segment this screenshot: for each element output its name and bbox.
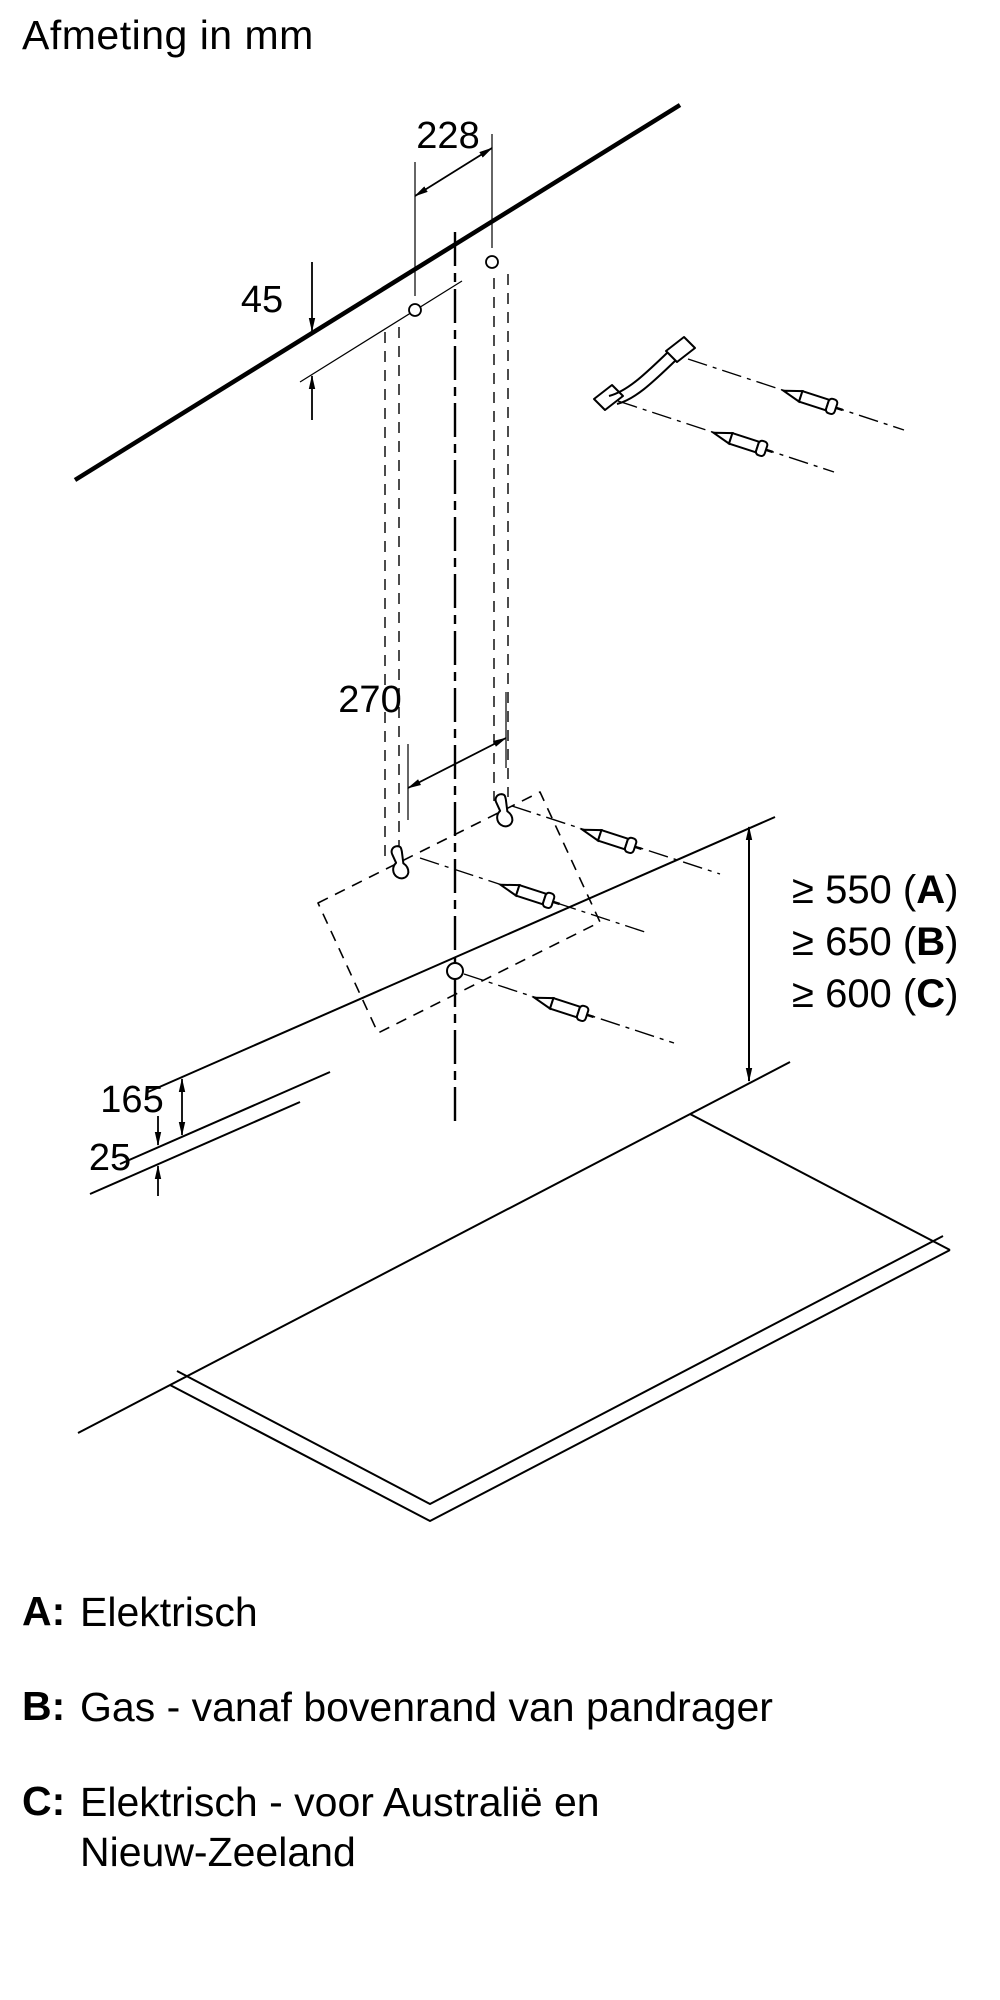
mounting-hook-icon bbox=[387, 843, 411, 881]
wall-hole bbox=[408, 303, 422, 317]
screw-icon bbox=[531, 989, 598, 1026]
hole-reference-line bbox=[299, 280, 463, 383]
clearance-label-c: ≥ 600 (C) bbox=[792, 972, 958, 1016]
mounting-bracket bbox=[593, 336, 696, 411]
legend-text: Elektrisch - voor Australië en Nieuw-Zee… bbox=[80, 1779, 600, 1875]
hood-edge-lines bbox=[89, 816, 776, 1195]
dim-270: 270 bbox=[338, 679, 507, 820]
screw-icon bbox=[579, 821, 646, 858]
dim-25: 25 bbox=[89, 1116, 162, 1196]
dim-25-label: 25 bbox=[89, 1137, 131, 1179]
screw-icon bbox=[710, 424, 777, 461]
hood-screws bbox=[419, 805, 721, 1044]
legend-key: A: bbox=[22, 1588, 66, 1634]
wall-section bbox=[73, 103, 682, 482]
hood-lip-line bbox=[119, 1071, 331, 1165]
cooktop-front-outline bbox=[169, 1249, 951, 1522]
dim-45-label: 45 bbox=[241, 279, 283, 321]
mounting-hook-icon bbox=[491, 791, 515, 829]
bracket-strip bbox=[608, 352, 668, 397]
cooktop bbox=[77, 1061, 951, 1522]
legend-item-a: A: Elektrisch bbox=[22, 1588, 773, 1637]
page-title: Afmeting in mm bbox=[22, 12, 314, 58]
dim-165-label: 165 bbox=[100, 1079, 163, 1121]
dim-228-label: 228 bbox=[416, 115, 479, 157]
legend-key: B: bbox=[22, 1683, 66, 1730]
duct-projection-lines bbox=[384, 274, 509, 856]
wall-hole bbox=[485, 255, 499, 269]
hood-top-outline bbox=[317, 791, 601, 1034]
wall-edge-line bbox=[73, 103, 682, 482]
bracket-tab bbox=[593, 384, 624, 411]
legend-key: C: bbox=[22, 1778, 66, 1825]
legend: A: Elektrisch B: Gas - vanaf bovenrand v… bbox=[22, 1588, 773, 1877]
screw-icon bbox=[497, 876, 564, 913]
legend-text: Elektrisch bbox=[80, 1589, 258, 1635]
dim-45: 45 bbox=[241, 262, 316, 420]
dim-270-label: 270 bbox=[338, 679, 401, 721]
legend-item-c: C: Elektrisch - voor Australië en Nieuw-… bbox=[22, 1778, 773, 1876]
dim-165: 165 bbox=[100, 1078, 186, 1136]
center-fixing-hole bbox=[446, 962, 464, 980]
dimension-arrow bbox=[414, 147, 493, 197]
dim-228: 228 bbox=[414, 115, 493, 296]
clearance-label-a: ≥ 550 (A) bbox=[792, 868, 958, 912]
bracket-strip bbox=[616, 360, 676, 405]
clearance-label-b: ≥ 650 (B) bbox=[792, 920, 958, 964]
hood-lip-line bbox=[89, 1101, 301, 1195]
bracket-tab bbox=[665, 336, 696, 363]
dimension-arrow bbox=[407, 737, 507, 789]
legend-item-b: B: Gas - vanaf bovenrand van pandrager bbox=[22, 1683, 773, 1732]
cooktop-right-edge bbox=[689, 1113, 951, 1251]
wall-screws-upper bbox=[617, 358, 905, 473]
hood-bottom-edge bbox=[147, 816, 776, 1093]
legend-text: Gas - vanaf bovenrand van pandrager bbox=[80, 1684, 773, 1731]
hood-canopy-dashed-outline bbox=[317, 791, 601, 1034]
cooktop-front-outline-inner bbox=[176, 1235, 944, 1505]
screw-icon bbox=[780, 382, 847, 419]
clearance-dim: ≥ 550 (A) ≥ 650 (B) ≥ 600 (C) bbox=[745, 826, 958, 1082]
cooktop-back-edge bbox=[77, 1061, 791, 1434]
